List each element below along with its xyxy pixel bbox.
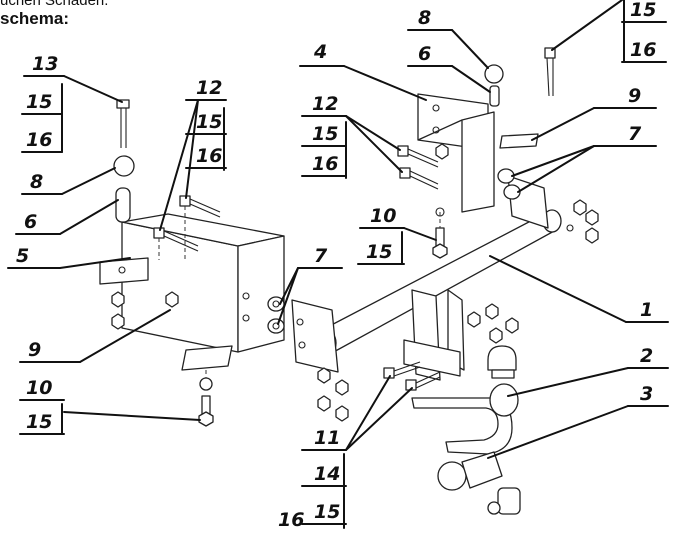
callout-12: 12 — [196, 77, 222, 99]
callout-16: 16 — [196, 145, 222, 167]
callout-16: 16 — [312, 153, 338, 175]
left-bolts-12 — [153, 195, 221, 260]
callout-14: 14 — [314, 463, 340, 485]
callout-10: 10 — [26, 377, 52, 399]
callout-15: 15 — [630, 0, 656, 21]
callout-15: 15 — [366, 241, 392, 263]
callout-15: 15 — [312, 123, 338, 145]
electrical-socket — [437, 451, 521, 515]
callout-2: 2 — [640, 345, 653, 367]
callout-9: 9 — [28, 339, 41, 361]
callout-1: 1 — [640, 299, 653, 321]
callout-15: 15 — [26, 91, 52, 113]
callout-16: 16 — [26, 129, 52, 151]
callout-11: 11 — [314, 427, 340, 449]
callout-8: 8 — [30, 171, 43, 193]
callout-9: 9 — [628, 85, 641, 107]
lower-bolts-11 — [383, 361, 441, 391]
left-bolt-assembly — [113, 99, 135, 223]
right-plate-and-spacers — [497, 133, 599, 244]
callout-7: 7 — [314, 245, 328, 267]
middle-vertical-bolt — [432, 207, 448, 259]
callout-15: 15 — [314, 501, 340, 523]
middle-bolts-12 — [397, 143, 449, 190]
callout-10: 10 — [370, 205, 396, 227]
right-upper-bracket — [417, 93, 495, 213]
header-text: uchen Schäden. — [0, 0, 109, 9]
callout-16: 16 — [278, 509, 304, 531]
left-lower-fasteners — [111, 291, 214, 427]
callout-6: 6 — [24, 211, 37, 233]
callout-15: 15 — [26, 411, 52, 433]
callout-13: 13 — [32, 53, 58, 75]
callout-4: 4 — [313, 41, 327, 63]
callout-6: 6 — [418, 43, 431, 65]
schema-label: schema: — [0, 9, 69, 28]
callout-labels: 13 15 16 8 6 5 12 15 16 9 10 — [7, 0, 669, 531]
callout-8: 8 — [418, 7, 431, 29]
callout-12: 12 — [312, 93, 338, 115]
lower-left-nuts — [317, 367, 349, 422]
tow-ball — [411, 345, 519, 455]
left-mounting-bracket — [99, 213, 285, 371]
left-spacers-7 — [267, 296, 285, 334]
top-bolt-washer — [484, 47, 556, 107]
callout-3: 3 — [640, 383, 653, 405]
callout-16: 16 — [630, 39, 656, 61]
callout-7: 7 — [628, 123, 642, 145]
callout-15: 15 — [196, 111, 222, 133]
callout-5: 5 — [16, 245, 29, 267]
tow-ball-bracket — [403, 289, 519, 381]
